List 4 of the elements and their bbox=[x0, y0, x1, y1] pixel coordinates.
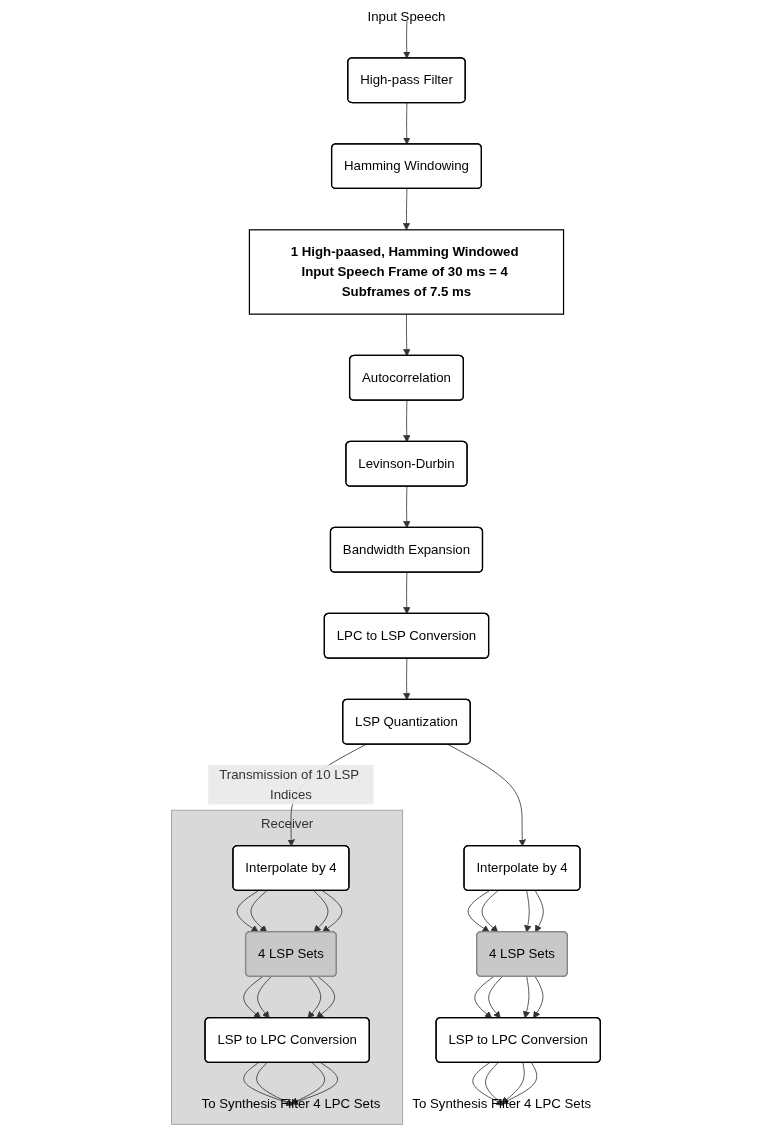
node-box: 1 High-paased, Hamming Windowed Input Speech Frame of 30 ms = 4 Subframes of 7.5 ms bbox=[248, 229, 565, 315]
edge-label: Transmission of 10 LSP Indices bbox=[219, 767, 359, 802]
node-text: Input Speech bbox=[367, 9, 446, 24]
node-text: To Synthesis Filter 4 LPC Sets bbox=[412, 1096, 592, 1111]
